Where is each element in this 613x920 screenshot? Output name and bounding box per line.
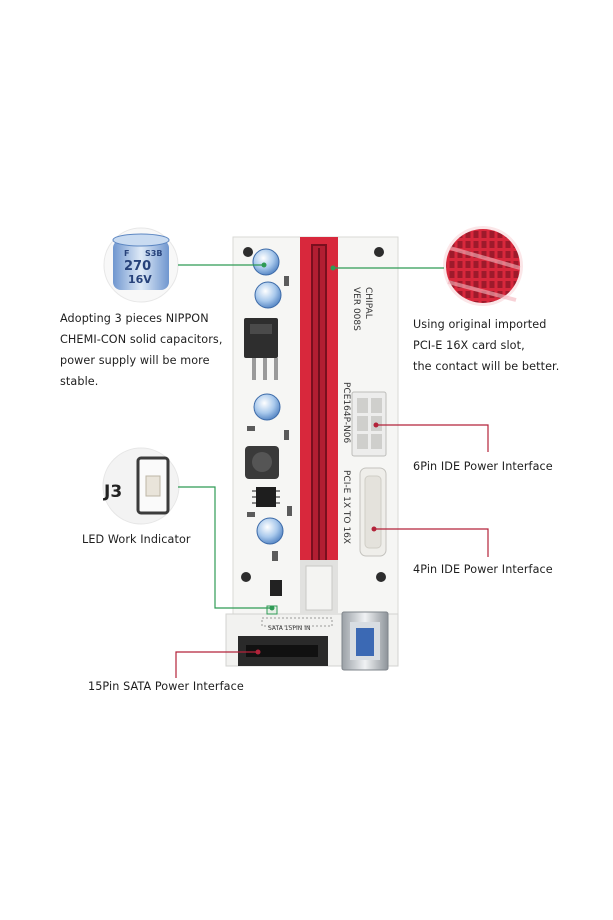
capacitor-note-line: stable. — [60, 375, 99, 388]
cap-letter-text: F — [124, 249, 129, 258]
leader-lines — [175, 262, 489, 678]
inductor-icon — [245, 446, 279, 479]
voltage-regulator-icon — [244, 318, 278, 380]
cap-volt-text: 16V — [128, 273, 152, 286]
board-model-text: PCE164P-N06 — [341, 382, 351, 444]
capacitor-icon — [252, 248, 284, 545]
mount-hole-icon — [243, 247, 253, 257]
capacitor-callout — [103, 227, 179, 303]
cap-code-text: S3B — [145, 249, 162, 258]
pcie-slot-note-line: the contact will be better. — [413, 360, 560, 373]
pcie-16x-slot — [300, 237, 338, 614]
four-pin-molex-icon — [359, 467, 387, 557]
six-pin-connector-icon — [351, 391, 387, 457]
pcie-slot-callout — [443, 226, 523, 306]
controller-chip-icon — [252, 487, 280, 507]
board-pcie-text: PCI-E 1X TO 16X — [341, 470, 351, 544]
board-version-text: VER 008S — [351, 287, 361, 331]
mount-hole-icon — [374, 247, 384, 257]
led-j3-text: J3 — [103, 482, 122, 502]
led-label: LED Work Indicator — [82, 533, 191, 546]
four-pin-label: 4Pin IDE Power Interface — [413, 563, 553, 576]
pcie-slot-note: Using original imported PCI-E 16X card s… — [413, 314, 559, 377]
usb-port-icon — [341, 611, 389, 671]
sata-label: 15Pin SATA Power Interface — [88, 680, 244, 693]
six-pin-label: 6Pin IDE Power Interface — [413, 460, 553, 473]
board-sata-text: SATA 15PIN IN — [268, 625, 310, 632]
capacitor-note-line: Adopting 3 pieces NIPPON — [60, 312, 209, 325]
mount-hole-icon — [241, 572, 251, 582]
mount-hole-icon — [376, 572, 386, 582]
cap-value-text: 270 — [124, 259, 151, 274]
capacitor-note: Adopting 3 pieces NIPPON CHEMI-CON solid… — [60, 308, 223, 392]
capacitor-note-line: power supply will be more — [60, 354, 210, 367]
pcie-slot-note-line: PCI-E 16X card slot, — [413, 339, 525, 352]
sata-connector-icon — [238, 617, 333, 666]
smd-components — [247, 276, 292, 596]
capacitor-note-line: CHEMI-CON solid capacitors, — [60, 333, 223, 346]
led-callout — [102, 447, 180, 525]
board-chipal-text: CHIPAL — [363, 287, 373, 319]
pcie-slot-note-line: Using original imported — [413, 318, 547, 331]
